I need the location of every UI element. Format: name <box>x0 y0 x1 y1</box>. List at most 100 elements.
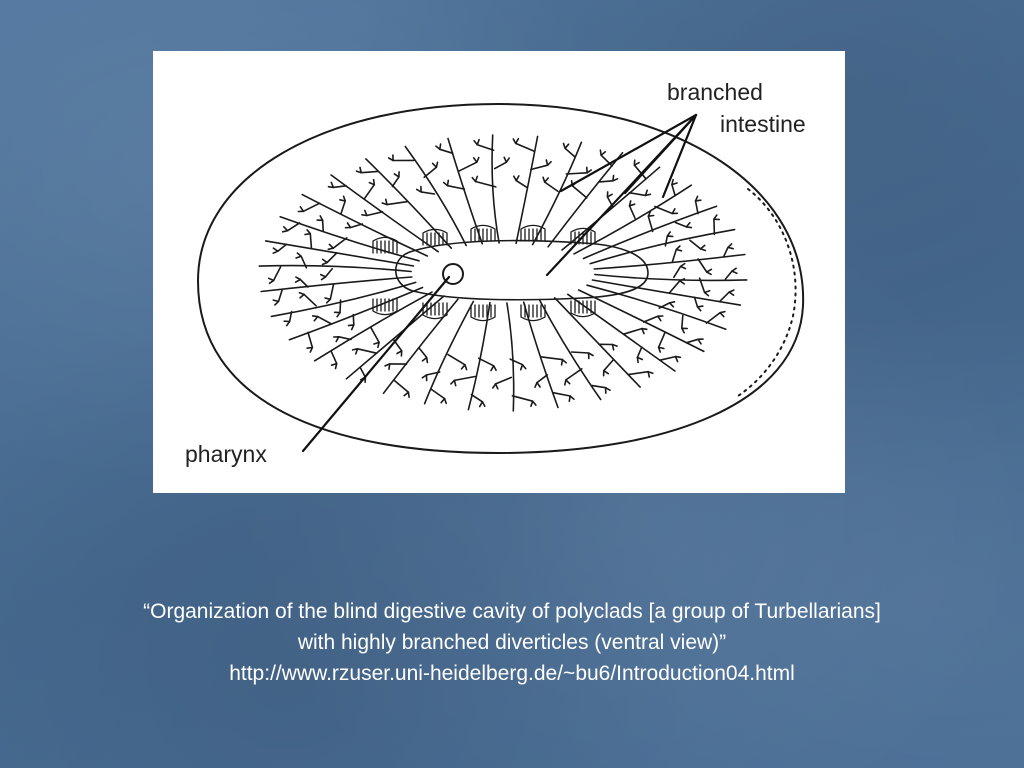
intestine-twig-tip <box>272 247 279 254</box>
intestine-twig-tip <box>666 231 674 238</box>
intestine-twig <box>689 239 702 250</box>
intestine-twig-tip <box>294 276 302 283</box>
intestine-twig <box>603 358 615 372</box>
intestine-twig <box>339 299 342 314</box>
intestine-twig <box>659 355 677 361</box>
intestine-twig-tip <box>387 154 394 162</box>
intestine-twig-tip <box>568 395 575 403</box>
intestine-twig <box>386 200 408 206</box>
intestine-twig <box>668 280 681 294</box>
diverticle-base <box>520 224 546 242</box>
intestine-branch <box>467 301 491 411</box>
intestine-twig <box>316 315 332 325</box>
intestine-twig <box>352 313 355 326</box>
intestine-twig-tip <box>727 243 734 250</box>
intestine-twig-tip <box>728 289 735 296</box>
intestine-twig-tip <box>472 156 480 163</box>
arrow-line-pharynx <box>301 275 451 453</box>
intestine-branch <box>270 281 417 318</box>
arrow-line-intestine-1 <box>559 113 698 193</box>
intestine-twig <box>391 176 400 188</box>
intestine-twig-tip <box>272 299 280 306</box>
intestine-twig <box>536 374 549 384</box>
intestine-twig <box>693 296 699 308</box>
intestine-twig-tip <box>542 176 549 183</box>
intestine-twig-tip <box>435 143 442 151</box>
intestine-twig <box>722 246 729 258</box>
intestine-twig-tip <box>534 381 541 388</box>
intestine-twig-tip <box>393 171 400 178</box>
caption-line-1: “Organization of the blind digestive cav… <box>143 600 881 623</box>
intestine-twig-tip <box>355 166 362 174</box>
intestine-twig-tip <box>530 400 537 408</box>
intestine-twig-tip <box>324 297 332 304</box>
intestine-twig <box>476 143 495 151</box>
intestine-twig-tip <box>636 356 644 364</box>
intestine-branch <box>447 137 484 245</box>
intestine-twig <box>277 243 288 252</box>
diagram-drawing <box>197 103 805 454</box>
intestine-branch <box>260 276 413 293</box>
intestine-twig-tip <box>697 338 704 345</box>
intestine-twig <box>363 183 376 200</box>
intestine-twig <box>671 248 678 263</box>
intestine-twig-tip <box>731 267 738 275</box>
intestine-twig-tip <box>327 243 334 251</box>
intestine-twig <box>349 223 364 229</box>
intestine-twig-tip <box>490 365 497 372</box>
intestine-twig <box>286 222 301 232</box>
intestine-twig <box>370 327 380 344</box>
intestine-twig-tip <box>675 245 683 252</box>
intestine-branch <box>561 166 661 251</box>
intestine-branch <box>531 141 583 246</box>
intestine-twig-tip <box>316 215 324 222</box>
intestine-twig-tip <box>327 181 335 189</box>
intestine-twig-tip <box>421 356 429 364</box>
intestine-branch <box>279 216 420 262</box>
intestine-twig <box>633 164 647 180</box>
intestine-twig <box>494 376 513 385</box>
intestine-twig <box>636 346 643 359</box>
intestine-twig <box>474 180 497 188</box>
intestine-twig-tip <box>415 185 422 193</box>
intestine-branch <box>423 300 475 405</box>
intestine-twig-tip <box>694 195 702 202</box>
intestine-twig-tip <box>503 156 510 163</box>
intestine-twig <box>457 161 478 172</box>
pharynx-circle <box>442 263 464 285</box>
intestine-twig-tip <box>562 142 570 150</box>
intestine-twig <box>698 277 706 294</box>
intestine-twig-tip <box>703 290 711 297</box>
intestine-twig <box>673 265 682 279</box>
intestine-twig-tip <box>519 363 527 371</box>
intestine-twig <box>288 310 293 323</box>
caption-line-3-url[interactable]: http://www.rzuser.uni-heidelberg.de/~bu6… <box>229 662 795 685</box>
intestine-twig <box>552 391 571 397</box>
intestine-twig-tip <box>647 370 654 378</box>
intestine-twig-tip <box>298 292 305 299</box>
intestine-twig <box>493 161 508 170</box>
intestine-twig-tip <box>442 179 450 187</box>
arrow-line-intestine-3 <box>661 113 698 199</box>
intestine-twig <box>447 353 466 366</box>
intestine-twig <box>697 258 708 273</box>
intestine-twig <box>446 184 466 190</box>
intestine-twig-tip <box>478 401 486 408</box>
intestine-twig <box>439 148 454 155</box>
body-margin-dots <box>737 188 797 397</box>
intestine-twig-tip <box>321 258 328 266</box>
intestine-branch <box>547 151 624 248</box>
intestine-twig <box>330 350 338 365</box>
intestine-branch <box>553 297 641 388</box>
intestine-branch <box>365 158 453 249</box>
intestine-twig <box>423 166 438 178</box>
intestine-branch <box>589 228 736 265</box>
intestine-branch <box>313 291 433 362</box>
intestine-twig-tip <box>679 278 686 285</box>
label-branched: branched <box>667 79 763 105</box>
intestine-twig-tip <box>333 311 341 318</box>
diverticle-base <box>570 300 596 318</box>
intestine-twig-tip <box>283 320 291 327</box>
intestine-twig-tip <box>699 244 707 252</box>
